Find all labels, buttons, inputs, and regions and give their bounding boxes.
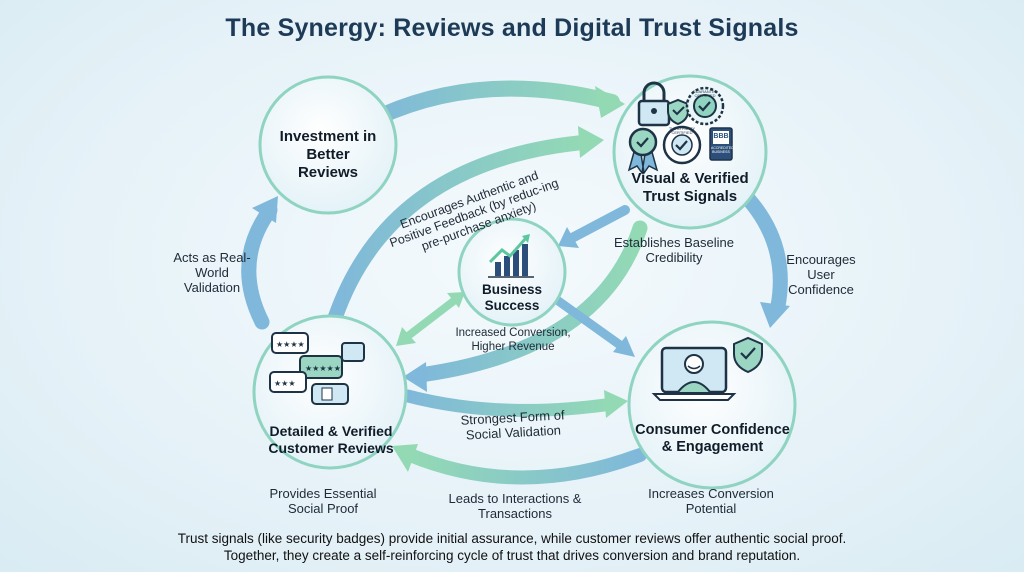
svg-text:★★★: ★★★: [274, 379, 296, 388]
review-bubbles-icon: ★★★★ ★★★★★ ★★★: [269, 332, 365, 405]
page-title: The Synergy: Reviews and Digital Trust S…: [225, 14, 799, 42]
node-investment-circle: [258, 75, 398, 215]
svg-text:★★★★★: ★★★★★: [305, 364, 341, 373]
edge-label-conversion-revenue: Increased Conversion, Higher Revenue: [455, 327, 571, 353]
footer-line-2: Together, they create a self-reinforcing…: [223, 548, 801, 563]
arrow-trust-to-reviews: [412, 220, 648, 383]
arrow-trust-to-business: [567, 205, 630, 243]
arrow-business-to-consumer: [552, 295, 625, 350]
node-business-label: Business Success: [481, 282, 543, 313]
third-party-seal-icon: [662, 125, 702, 165]
arrowhead-reviews-lower: [392, 444, 418, 472]
node-business-circle: [457, 217, 567, 327]
award-ribbon-icon: [627, 127, 659, 175]
arrow-reviews-to-consumer: [401, 389, 619, 417]
bbb-badge-text: BBB: [713, 133, 729, 140]
bbb-badge-subtext: ACCREDITED BUSINESS: [711, 146, 734, 154]
arrowhead-reviews-upper: [403, 362, 427, 392]
arrowhead-consumer-lower: [604, 390, 628, 418]
arrow-investment-to-trust: [364, 80, 620, 128]
guarantee-seal-icon: [685, 86, 725, 126]
arrowhead-business: [558, 227, 579, 248]
arrowhead-reviews-mid: [396, 327, 416, 346]
edge-label-user-confidence: Encourages User Confidence: [786, 252, 856, 297]
arrow-reviews-to-investment: [241, 202, 278, 330]
arrowhead-investment: [252, 196, 278, 223]
consumer-laptop-icon: [651, 336, 763, 401]
footer-line-1: Trust signals (like security badges) pro…: [177, 531, 847, 546]
svg-text:★★★★: ★★★★: [276, 340, 305, 349]
padlock-icon: [637, 81, 689, 127]
edge-label-baseline: Establishes Baseline Credibility: [614, 235, 734, 265]
arrowhead-business-mid: [447, 292, 465, 308]
node-consumer-label: Consumer Confidence & Engagement: [635, 422, 790, 455]
bbb-badge-icon: [709, 127, 733, 161]
arrowhead-trust: [595, 86, 625, 118]
arrowhead-trust-upper: [578, 126, 604, 158]
edge-label-real-world: Acts as Real-World Validation: [173, 250, 251, 295]
footer-caption: Trust signals (like security badges) pro…: [0, 530, 1024, 564]
third-party-badge-text: THIRD PARTY CERTIFIED: [668, 126, 696, 135]
arrow-trust-to-consumer: [732, 182, 788, 314]
edge-label-interactions: Leads to Interactions & Transactions: [448, 491, 582, 521]
arrow-reviews-to-trust: [327, 134, 596, 326]
edge-label-essential: Provides Essential Social Proof: [269, 486, 377, 516]
growth-chart-icon: [488, 234, 534, 278]
node-reviews-label: Detailed & Verified Customer Reviews: [268, 423, 394, 456]
node-investment-label: Investment in Better Reviews: [279, 128, 377, 181]
arrow-business-reviews: [405, 296, 458, 340]
guarantee-badge-text: GUARANTEE CERTIFIED: [692, 89, 718, 98]
arrow-consumer-to-reviews: [403, 448, 647, 485]
arrowhead-consumer-right: [760, 302, 790, 328]
edge-label-conversion-potential: Increases Conversion Potential: [648, 486, 774, 516]
arrowhead-consumer-mid: [613, 336, 635, 357]
node-trust-label: Visual & Verified Trust Signals: [631, 170, 749, 205]
